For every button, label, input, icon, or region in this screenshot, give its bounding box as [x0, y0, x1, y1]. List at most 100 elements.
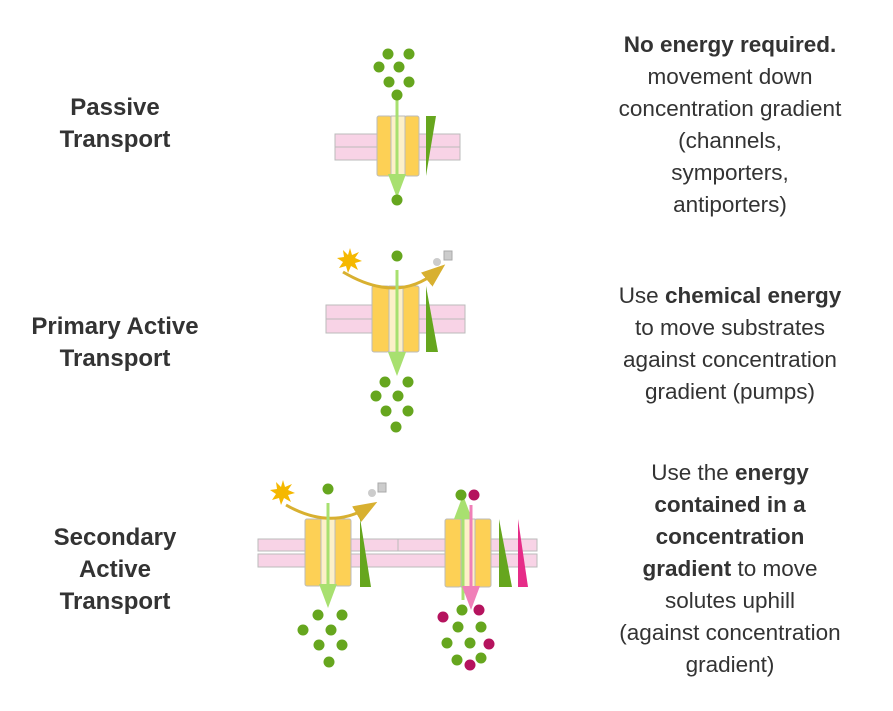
text: against concentration — [623, 347, 837, 372]
atp-star-icon — [270, 480, 295, 505]
bold-text: contained in a — [654, 492, 806, 517]
green-molecule — [456, 604, 468, 616]
text: (against concentration — [619, 620, 841, 645]
label-passive: Passive Transport — [0, 92, 235, 156]
green-molecule — [451, 654, 463, 666]
desc-line: against concentration — [565, 344, 893, 376]
green-molecule — [336, 639, 348, 651]
green-molecule — [380, 405, 392, 417]
passive-channel-protein — [376, 115, 420, 177]
symporter-protein — [444, 518, 492, 588]
desc-line: solutes uphill — [565, 585, 893, 617]
text: Use — [618, 283, 665, 308]
magenta-molecule — [464, 659, 476, 671]
text: to move substrates — [634, 315, 826, 340]
phosphate-icon — [443, 250, 453, 261]
green-molecule — [402, 376, 414, 388]
desc-primary: Use chemical energy to move substrates aga… — [565, 280, 893, 408]
desc-line: to move substrates — [565, 312, 893, 344]
green-molecule — [373, 61, 385, 73]
passive-gradient-icon — [426, 116, 436, 176]
magenta-molecule — [473, 604, 485, 616]
green-molecule — [475, 652, 487, 664]
bold-text: concentration — [655, 524, 805, 549]
green-molecule — [313, 639, 325, 651]
magenta-molecule — [468, 489, 480, 501]
green-molecule — [391, 194, 403, 206]
desc-line: contained in a — [565, 489, 893, 521]
label-secondary: Secondary Active Transport — [0, 522, 235, 618]
magenta-molecule — [437, 611, 449, 623]
label-line: Transport — [59, 345, 171, 372]
bold-text: gradient — [642, 556, 732, 581]
green-molecule — [379, 376, 391, 388]
text: movement down — [647, 64, 813, 89]
green-molecule — [403, 76, 415, 88]
desc-line: gradient (pumps) — [565, 376, 893, 408]
text: symporters, — [671, 160, 789, 185]
green-molecule — [322, 483, 334, 495]
desc-line: gradient to move — [565, 553, 893, 585]
text: solutes uphill — [664, 588, 796, 613]
green-molecule — [475, 621, 487, 633]
desc-line: No energy required. — [565, 29, 893, 61]
desc-line: Use chemical energy — [565, 280, 893, 312]
label-line: Primary Active — [31, 313, 199, 340]
text: gradient (pumps) — [644, 379, 816, 404]
secondary-membrane — [257, 538, 538, 568]
label-line: Secondary — [53, 524, 177, 551]
primary-energy-arrow — [342, 264, 446, 290]
label-line: Transport — [59, 126, 171, 153]
text: (channels, — [678, 128, 782, 153]
green-molecule — [336, 609, 348, 621]
magenta-molecule — [483, 638, 495, 650]
label-line: Transport — [59, 588, 171, 615]
desc-line: gradient) — [565, 649, 893, 681]
green-molecule — [325, 624, 337, 636]
green-molecule — [391, 89, 403, 101]
adp-icon — [368, 489, 376, 497]
desc-line: movement down — [565, 61, 893, 93]
pink-gradient-icon — [518, 519, 528, 587]
green-molecule — [390, 421, 402, 433]
text: antiporters) — [673, 192, 787, 217]
text: concentration gradient — [618, 96, 842, 121]
green-molecule — [297, 624, 309, 636]
label-line: Active — [78, 556, 152, 583]
primary-gradient-icon — [426, 286, 438, 352]
secondary-molecules — [297, 483, 495, 671]
desc-line: (channels, — [565, 125, 893, 157]
bold-text: No energy required. — [623, 32, 837, 57]
green-molecule — [370, 390, 382, 402]
atp-star-icon — [337, 248, 362, 273]
passive-molecules — [373, 48, 415, 206]
green-gradient-icon — [499, 519, 512, 587]
green-molecule — [312, 609, 324, 621]
bold-text: chemical energy — [664, 283, 842, 308]
desc-line: concentration — [565, 521, 893, 553]
green-molecule — [452, 621, 464, 633]
text: gradient) — [685, 652, 775, 677]
green-molecule — [393, 61, 405, 73]
green-molecule — [441, 637, 453, 649]
primary-molecules — [370, 250, 414, 433]
green-molecule — [403, 48, 415, 60]
green-molecule — [464, 637, 476, 649]
desc-line: (against concentration — [565, 617, 893, 649]
green-molecule — [455, 489, 467, 501]
label-line: Passive — [70, 94, 160, 121]
text: to move — [731, 556, 818, 581]
desc-line: symporters, — [565, 157, 893, 189]
green-molecule — [402, 405, 414, 417]
desc-passive: No energy required. movement down concentr… — [565, 29, 893, 221]
desc-line: antiporters) — [565, 189, 893, 221]
green-molecule — [382, 48, 394, 60]
green-molecule — [391, 250, 403, 262]
label-primary: Primary Active Transport — [0, 311, 235, 375]
green-molecule — [323, 656, 335, 668]
text: Use the — [651, 460, 735, 485]
desc-line: concentration gradient — [565, 93, 893, 125]
